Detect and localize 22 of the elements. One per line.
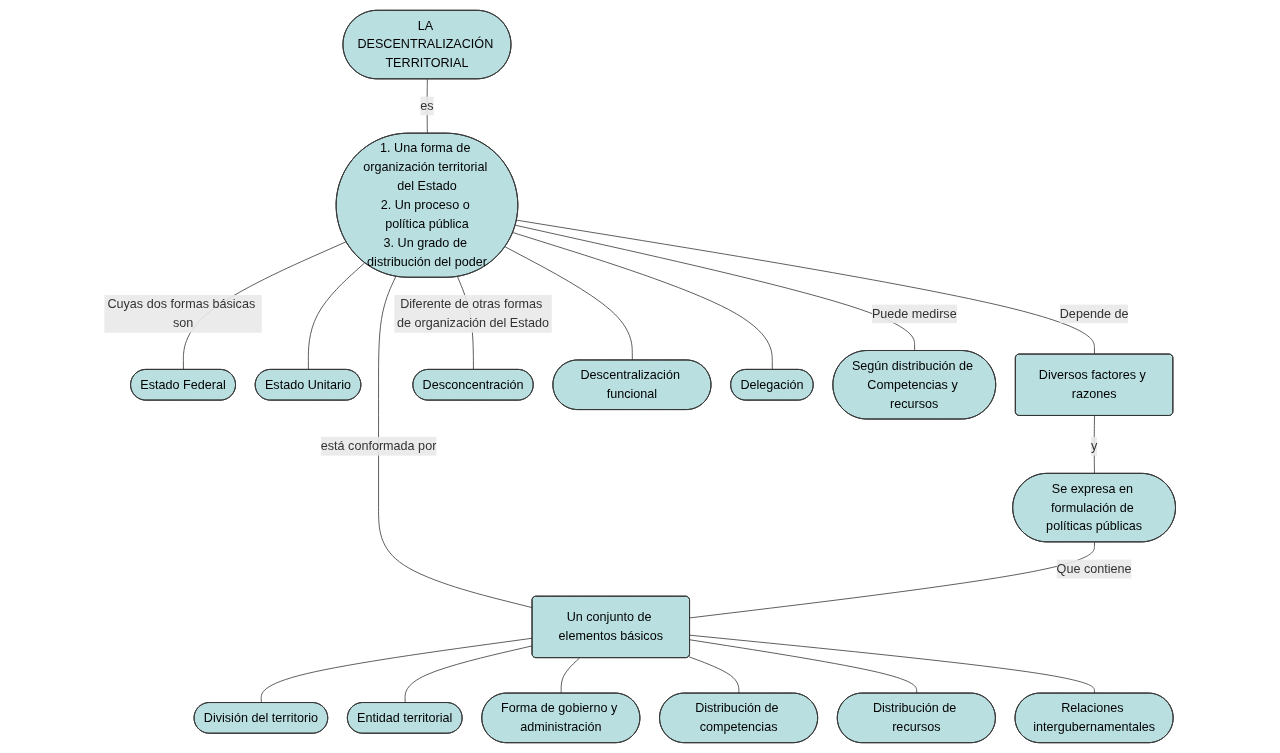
connector [689,639,918,694]
connector [515,224,916,352]
connector [426,78,428,134]
connector [308,262,366,371]
edge-label: es [420,98,434,113]
connector [504,246,633,361]
connector [560,657,580,694]
edge-label: Diferente de otras formas de organización del Estado [397,297,550,330]
connector [404,645,533,704]
edge-label: está conformada por [320,439,437,453]
edge-label: Que contiene [1056,561,1132,576]
edge-label: Cuyas dos formas básicas son [107,297,256,330]
connector [260,637,533,704]
connector [1093,415,1095,475]
edge-label: Depende de [1059,306,1129,321]
connector [516,219,1095,355]
edge-label: y [1091,439,1098,453]
edge-label: Puede medirse [871,306,957,321]
connector [512,232,773,371]
connector [689,634,1095,694]
connector [689,541,1095,619]
connector [688,656,740,694]
